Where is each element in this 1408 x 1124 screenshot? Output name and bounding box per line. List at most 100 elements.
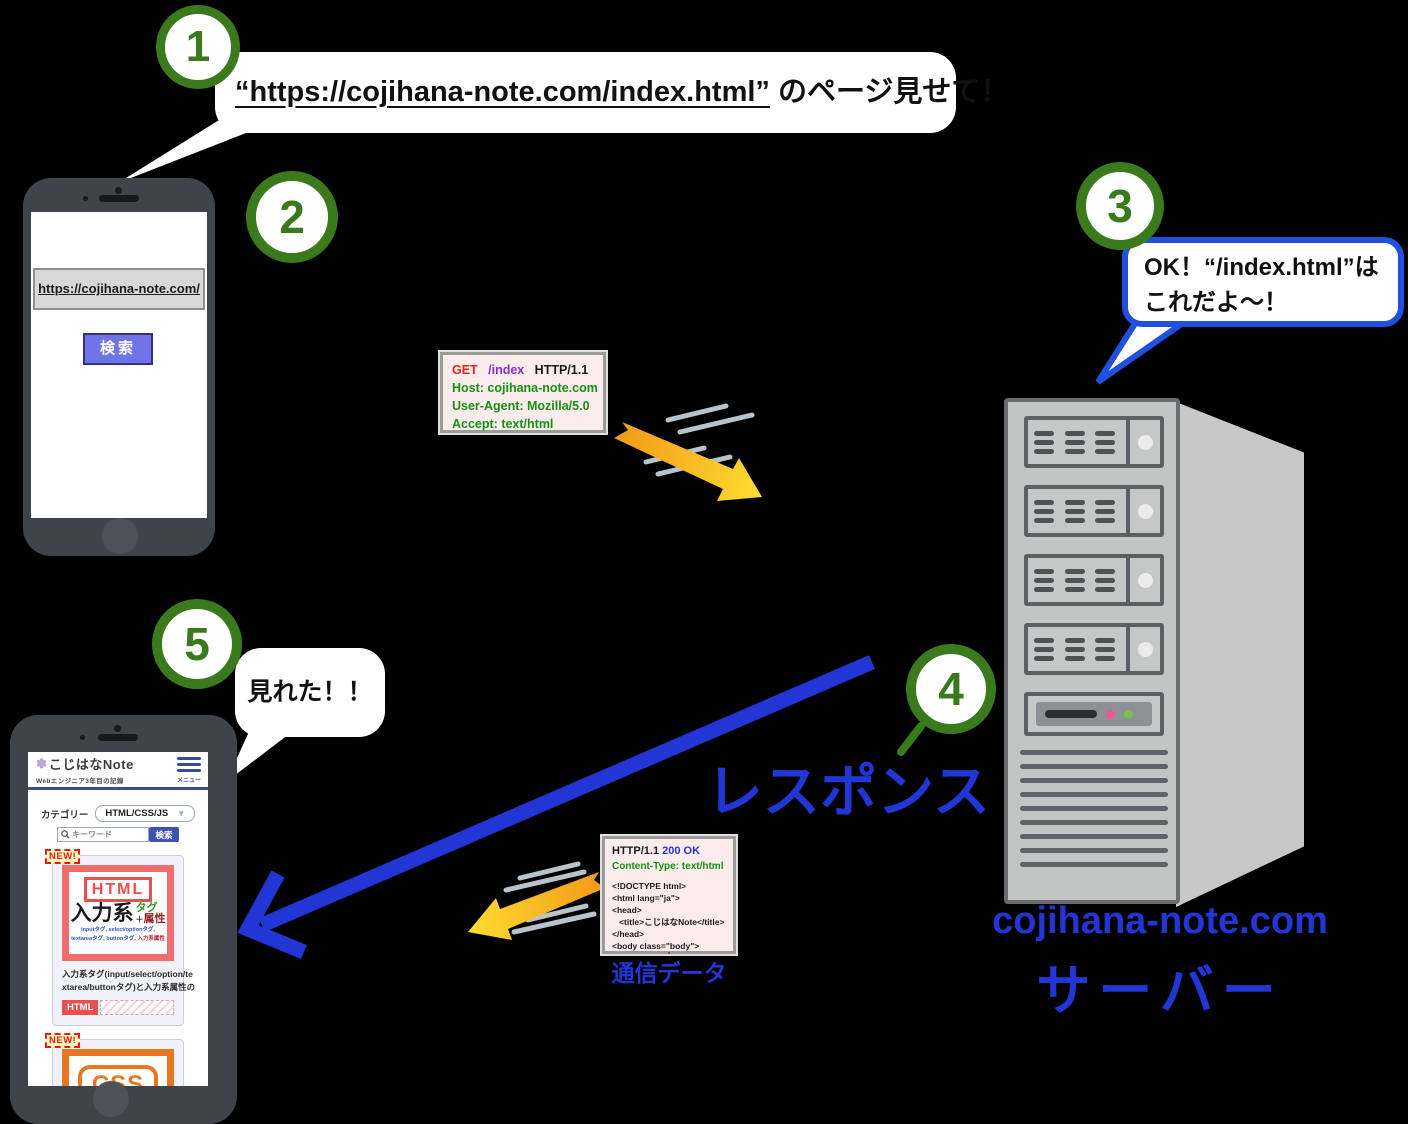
menu-label: メニュー: [176, 777, 201, 784]
step-number: 4: [938, 663, 964, 715]
phone1-screen: https://cojihana-note.com/ 検索: [31, 212, 207, 518]
category-select[interactable]: HTML/CSS/JS ▼: [95, 805, 196, 822]
article-card-css[interactable]: NEW! CSS 上級編: [45, 1033, 184, 1086]
menu-button[interactable]: メニュー: [176, 755, 201, 784]
thumb-tag-word: タグ: [135, 902, 158, 915]
keyword-input[interactable]: [72, 830, 142, 839]
server-illustration: [1000, 392, 1315, 937]
smartphone-after: ✽ こじはなNote Webエンジニア3年目の記録 メニュー カテゴリー HTM…: [10, 715, 237, 1124]
http-request-box: GET /index HTTP/1.1 Host: cojihana-note.…: [440, 352, 606, 433]
smartphone-before: https://cojihana-note.com/ 検索: [23, 178, 215, 556]
article-card-html[interactable]: NEW! HTML 入力系 タグ ＋ 属性 inputタグ, sele: [45, 849, 196, 1027]
html-tag-chip: HTML: [62, 1000, 99, 1016]
category-label: カテゴリー: [40, 809, 89, 821]
hamburger-icon: [176, 756, 201, 760]
http-version: HTTP/1.1: [534, 363, 589, 377]
keyword-input-box[interactable]: [57, 827, 149, 842]
server-disk-panel: [1024, 692, 1164, 736]
step-number: 5: [184, 618, 210, 670]
camera-dot-icon: [83, 196, 88, 201]
site-tagline: Webエンジニア3年目の記録: [36, 778, 124, 785]
server-vent-slats: [1020, 750, 1168, 867]
response-arrow-head: [237, 870, 307, 959]
category-value: HTML/CSS/JS: [105, 808, 169, 819]
tag-chip-row: HTML: [62, 1000, 174, 1016]
response-status: 200 OK: [662, 845, 701, 857]
camera-dot-icon: [114, 725, 121, 732]
step-circle-1: 1: [156, 5, 240, 89]
flower-icon: ✽: [36, 755, 47, 771]
speaker-bar-icon: [98, 734, 138, 741]
transmission-data-label: 通信データ: [611, 960, 727, 986]
step-number: 3: [1107, 180, 1133, 232]
response-arrow-label: レスポンス: [706, 760, 990, 824]
card-description: 入力系タグ(input/select/option/te xtarea/butt…: [62, 969, 196, 993]
server-side-panel: [1176, 402, 1304, 907]
search-button[interactable]: 検索: [83, 333, 153, 365]
step-circle-3: 3: [1076, 162, 1164, 250]
card-thumbnail: CSS 上級編: [62, 1049, 174, 1086]
request-user-agent: User-Agent: Mozilla/5.0: [452, 399, 590, 413]
response-arrow-shaft: [259, 655, 875, 932]
thumb-plus: ＋: [135, 914, 144, 924]
step-circle-5: 5: [152, 599, 242, 689]
ellipsis: ⋮: [664, 950, 674, 961]
request-arrow: [614, 403, 762, 501]
step4-tail: [897, 722, 925, 756]
html-source-line: <html lang="ja">: [612, 892, 680, 903]
html-source-line: <title>こじはなNote</title>: [612, 916, 725, 927]
search-row: 検索: [28, 827, 208, 842]
new-badge: NEW!: [45, 1033, 81, 1049]
server-label: サーバー: [1036, 961, 1284, 1021]
server-reply-line1: OK！“/index.html”は: [1144, 254, 1379, 281]
home-button[interactable]: [93, 1081, 129, 1117]
server-domain-label: cojihana-note.com: [992, 900, 1328, 942]
response-data-arrow: [468, 861, 605, 940]
step-circle-4: 4: [906, 644, 996, 734]
success-text: 見れた！！: [247, 678, 373, 706]
server-drive-bay: [1024, 416, 1164, 468]
thumb-attr-word: 属性: [143, 913, 166, 926]
html-source-line: </head>: [612, 928, 645, 939]
phone2-screen: ✽ こじはなNote Webエンジニア3年目の記録 メニュー カテゴリー HTM…: [28, 752, 208, 1086]
request-line: GET /index HTTP/1.1: [452, 361, 594, 379]
camera-dot-icon: [115, 187, 122, 194]
step-number: 2: [279, 191, 305, 243]
speaker-bar-icon: [99, 195, 139, 202]
hatch-placeholder: [100, 1000, 174, 1016]
http-path: /index: [488, 363, 525, 377]
search-icon: [61, 830, 70, 839]
http-method: GET: [452, 363, 478, 377]
url-bar[interactable]: https://cojihana-note.com/: [33, 268, 205, 310]
site-identity: ✽ こじはなNote Webエンジニア3年目の記録: [36, 754, 134, 786]
home-button[interactable]: [102, 518, 138, 554]
speech-bubble-success: 見れた！！: [235, 648, 385, 737]
response-version: HTTP/1.1: [612, 845, 660, 857]
thumb-title: 入力系: [70, 902, 134, 926]
html-source-line: <body class="body">: [612, 940, 700, 951]
speech-bubble-request: “https://cojihana-note.com/index.html” の…: [215, 52, 1009, 133]
category-row: カテゴリー HTML/CSS/JS ▼: [28, 805, 208, 822]
html-source-line: <!DOCTYPE html>: [612, 880, 687, 891]
bay-button: [1137, 641, 1153, 657]
requested-url: “https://cojihana-note.com/index.html”: [235, 76, 770, 108]
bay-button: [1137, 572, 1153, 588]
bay-button: [1137, 503, 1153, 519]
thumb-subtext-1: inputタグ, select/optionタグ,: [81, 927, 155, 934]
speech-bubble-server-reply: OK！“/index.html”は これだよ〜！: [1122, 237, 1404, 327]
html-source-line: <head>: [612, 904, 642, 915]
status-led-green: [1124, 709, 1133, 719]
request-phrase: のページ見せて！: [769, 76, 1010, 108]
new-badge: NEW!: [45, 849, 81, 864]
site-search-button[interactable]: 検索: [149, 827, 179, 842]
step-circle-2: 2: [246, 171, 338, 263]
server-drive-bay: [1024, 623, 1164, 675]
disk-slot: [1045, 710, 1097, 718]
html-logo: HTML: [83, 877, 153, 903]
card-thumbnail: HTML 入力系 タグ ＋ 属性 inputタグ, select/optionタ…: [62, 865, 174, 961]
request-host: Host: cojihana-note.com: [452, 381, 598, 395]
server-drive-bay: [1024, 485, 1164, 537]
http-response-box: HTTP/1.1 200 OK Content-Type: text/html …: [602, 836, 736, 960]
